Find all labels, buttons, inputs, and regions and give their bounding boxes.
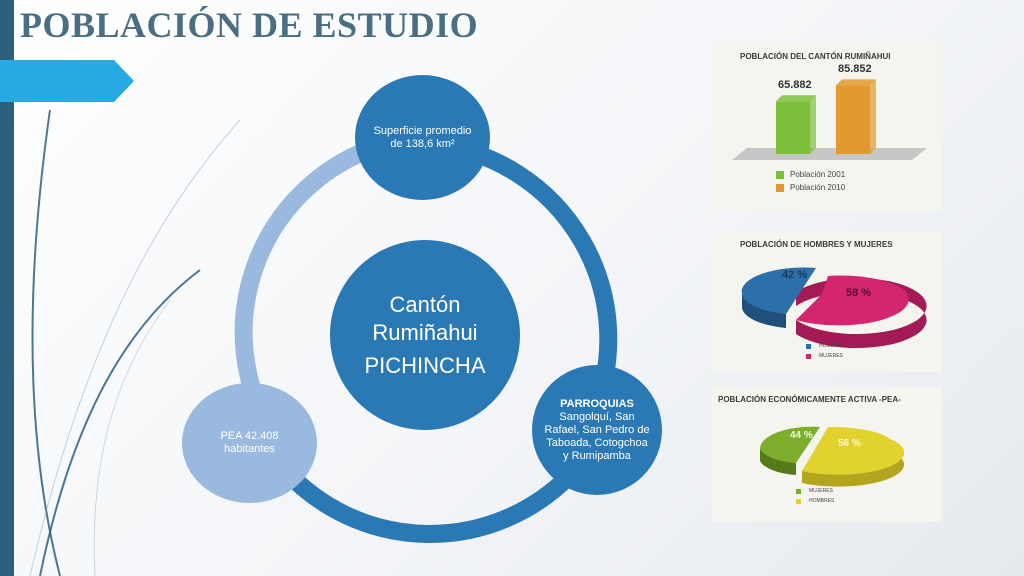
pct-label-pea-hombres: 56 % (838, 438, 861, 449)
legend-label-hombres: HOMBRES (819, 343, 845, 349)
bar-chart-floor (732, 148, 927, 160)
bar-side-0 (810, 95, 816, 154)
left-accent-bar (0, 0, 14, 576)
center-line-pichincha: PICHINCHA (364, 353, 486, 378)
legend-swatch-hombres (806, 343, 811, 349)
legend-swatch-2001 (776, 170, 784, 179)
pct-label-hombres: 42 % (782, 269, 808, 281)
panel-poblacion-canton-title: POBLACIÓN DEL CANTÓN RUMIÑAHUI (740, 52, 891, 61)
bar-chart (732, 79, 927, 160)
panel-hombres-mujeres-title: POBLACIÓN DE HOMBRES Y MUJERES (740, 240, 893, 249)
pie-slice-hombres (802, 426, 905, 475)
bar-0 (776, 101, 810, 154)
legend-label-2001: Población 2001 (790, 170, 846, 179)
legend-label-mujeres: MUJERES (819, 353, 843, 359)
node-superficie: Superficie promedio de 138,6 km² (355, 75, 490, 200)
legend-pea-hombres: HOMBRES (796, 498, 834, 504)
pct-label-mujeres: 58 % (846, 287, 872, 299)
panel-pea: POBLACIÓN ECONÓMICAMENTE ACTIVA -PEA- 44… (712, 387, 942, 522)
panel-poblacion-canton: POBLACIÓN DEL CANTÓN RUMIÑAHUI 65.882 85… (712, 42, 942, 212)
center-node: Cantón Rumiñahui PICHINCHA (330, 240, 520, 430)
node-pea-text: PEA 42.408 habitantes (220, 430, 279, 455)
bar-side-1 (870, 79, 876, 154)
bar-value-label-2010: 85.852 (838, 63, 872, 76)
center-line-canton: Cantón (389, 292, 461, 317)
legend-swatch-mujeres (806, 353, 811, 359)
legend-pea-mujeres: MUJERES (796, 488, 833, 494)
bar-1 (836, 85, 870, 154)
legend-poblacion-2001: Población 2001 (776, 170, 845, 179)
node-parroquias-heading: PARROQUIAS (560, 397, 634, 410)
bar-value-label-2001: 65.882 (778, 79, 812, 92)
pie-slice-hombres (741, 267, 816, 314)
pie-slice-mujeres (796, 275, 909, 326)
legend-swatch-pea-hombres (796, 498, 801, 504)
bar-top-1 (836, 79, 876, 86)
cycle-ring-dark-right (438, 136, 618, 414)
legend-poblacion-2010: Población 2010 (776, 183, 845, 192)
legend-label-pea-mujeres: MUJERES (809, 488, 833, 494)
node-pea: PEA 42.408 habitantes (182, 383, 317, 503)
panel-hombres-mujeres: POBLACIÓN DE HOMBRES Y MUJERES 42 % 58 %… (712, 232, 942, 372)
node-superficie-text: Superficie promedio de 138,6 km² (373, 124, 472, 150)
node-parroquias-text: Sangolquí, San Rafael, San Pedro de Tabo… (544, 410, 650, 462)
title-arrow-tab (0, 60, 134, 102)
legend-label-2010: Población 2010 (790, 183, 846, 192)
legend-hombres: HOMBRES (806, 343, 844, 349)
cycle-ring-dark-bottom (278, 463, 577, 543)
panel-pea-title: POBLACIÓN ECONÓMICAMENTE ACTIVA -PEA- (718, 395, 901, 404)
pie-slice-mujeres (759, 426, 820, 463)
pct-label-pea-mujeres: 44 % (790, 430, 813, 441)
pie-hombres-mujeres (741, 267, 927, 348)
legend-swatch-pea-mujeres (796, 488, 801, 494)
pie-slice-hombres-side (802, 439, 905, 487)
pie-pea (759, 426, 905, 487)
bar-top-0 (776, 95, 816, 102)
legend-mujeres: MUJERES (806, 353, 843, 359)
page-title: POBLACIÓN DE ESTUDIO (20, 5, 479, 45)
center-line-rumiñahui: Rumiñahui (372, 320, 478, 345)
legend-label-pea-hombres: HOMBRES (809, 498, 835, 504)
legend-swatch-2010 (776, 183, 784, 192)
decorative-lines (29, 109, 241, 576)
node-parroquias: PARROQUIAS Sangolquí, San Rafael, San Pe… (532, 365, 662, 495)
